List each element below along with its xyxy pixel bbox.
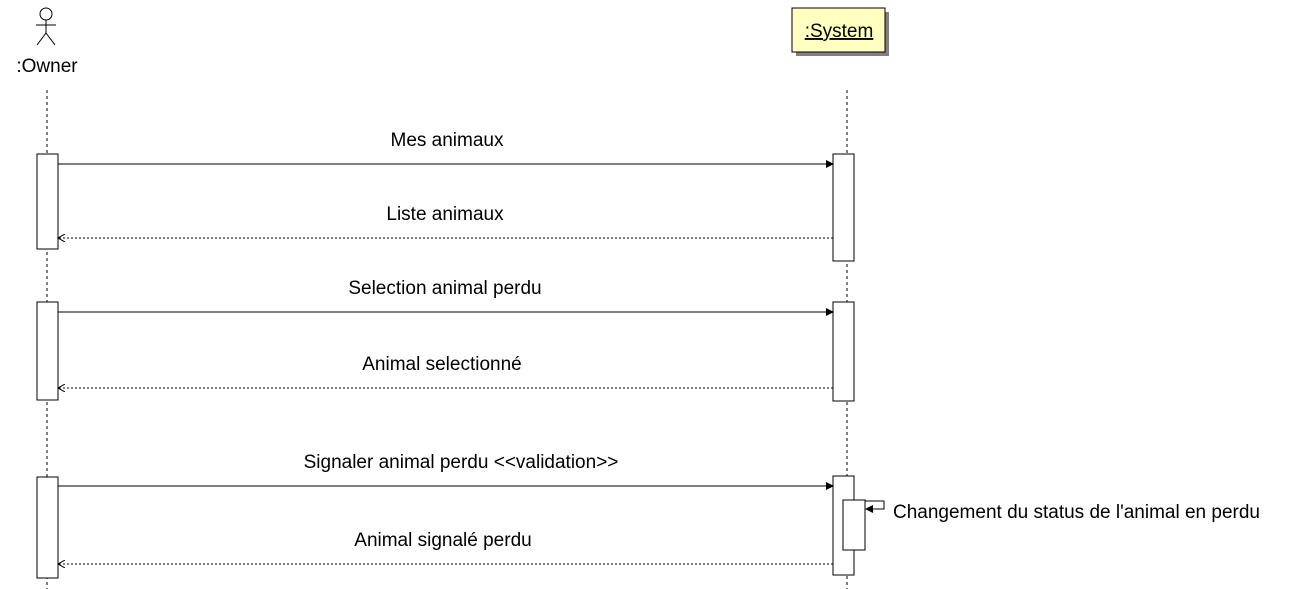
owner-activation-2	[36, 301, 59, 401]
system-participant-box	[791, 7, 889, 56]
message-label-changement-status: Changement du status de l'animal en perd…	[893, 502, 1260, 523]
system-self-activation	[842, 499, 866, 551]
system-box-fill	[791, 7, 886, 53]
system-activation-2	[832, 301, 855, 402]
message-label-animal-selectionne: Animal selectionné	[362, 354, 521, 375]
owner-activation-3	[36, 476, 59, 579]
message-label-animal-signale-perdu: Animal signalé perdu	[354, 530, 531, 551]
owner-participant-label: :Owner	[16, 56, 78, 77]
owner-actor-icon	[36, 7, 56, 46]
self-message-arrow	[865, 500, 885, 513]
system-participant-label: :System	[805, 21, 874, 42]
message-label-mes-animaux: Mes animaux	[391, 130, 504, 151]
owner-activation-1	[36, 153, 59, 250]
message-label-selection-animal-perdu: Selection animal perdu	[348, 278, 541, 299]
system-activation-1	[832, 153, 855, 262]
message-label-signaler-animal-perdu: Signaler animal perdu <<validation>>	[304, 452, 619, 473]
message-label-liste-animaux: Liste animaux	[386, 204, 504, 225]
